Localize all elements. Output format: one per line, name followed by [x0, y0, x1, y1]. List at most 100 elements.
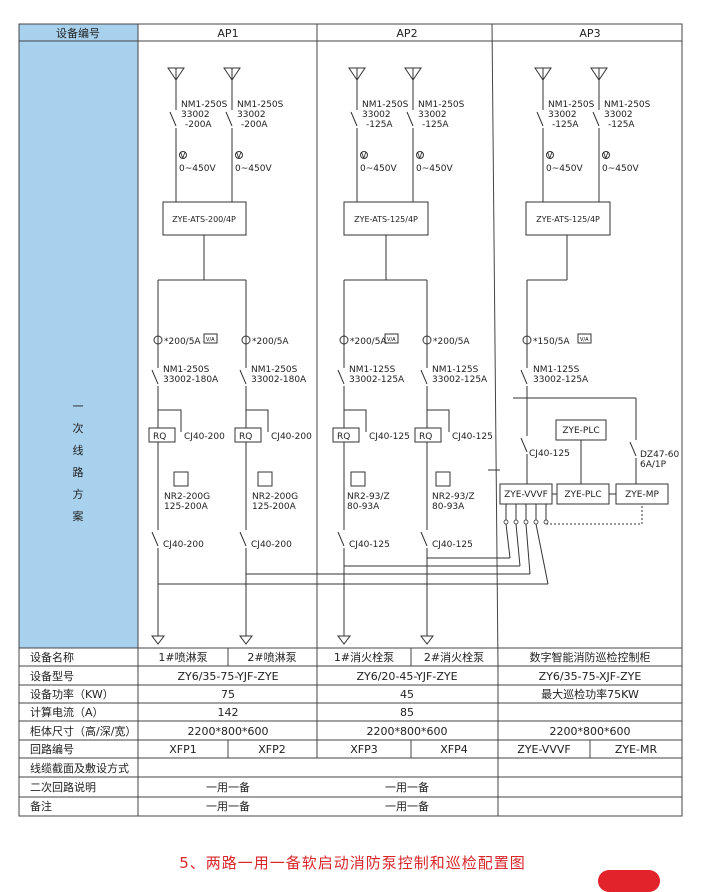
ct-ap3: *150/5A — [533, 337, 570, 347]
relay-ap2-2-l2: 80-93A — [432, 502, 465, 512]
red-tab — [598, 870, 660, 892]
ap1-brk1-l1: NM1-250S — [181, 100, 228, 110]
voltmeter-range: 0~450V — [360, 164, 397, 174]
cell: 75 — [221, 688, 235, 701]
cj-low-ap2-2: CJ40-125 — [432, 540, 473, 550]
v-icon: V — [417, 151, 423, 160]
row-label: 备注 — [30, 799, 52, 813]
rq-label: RQ — [239, 432, 252, 442]
ap2-brk2-l1: NM1-250S — [418, 100, 465, 110]
dz-l1: DZ47-60 — [640, 450, 680, 460]
cell: 2200*800*600 — [550, 725, 631, 738]
plc-top: ZYE-PLC — [562, 426, 599, 436]
cell: 85 — [400, 706, 414, 719]
ap1-brk2-l2: 33002 — [237, 110, 266, 120]
cell: 一用一备 — [206, 780, 250, 794]
rq-label: RQ — [337, 432, 350, 442]
cj-ap3: CJ40-125 — [529, 449, 570, 459]
header-ap2: AP2 — [396, 27, 417, 40]
v-icon: V — [180, 151, 186, 160]
ap2-brk1-l1: NM1-250S — [362, 100, 409, 110]
cj-low-ap1-2: CJ40-200 — [251, 540, 292, 550]
plc-mid: ZYE-PLC — [564, 490, 601, 500]
ats-ap2: ZYE-ATS-125/4P — [354, 215, 418, 224]
side-label-3: 线 — [73, 443, 84, 457]
relay-ap1-1-l1: NR2-200G — [164, 492, 210, 502]
cell: 142 — [218, 706, 239, 719]
side-label-4: 路 — [73, 466, 84, 479]
ap3-brk2-l3: -125A — [608, 120, 635, 130]
voltmeter-range: 0~450V — [546, 164, 583, 174]
ap1-brk2-l3: -200A — [241, 120, 268, 130]
ct-ap2-2: *200/5A — [433, 337, 470, 347]
ct-ap2-1: *200/5A — [350, 337, 387, 347]
relay-ap1-1-l2: 125-200A — [164, 502, 209, 512]
brk-ap1-1-l1: NM1-250S — [163, 365, 210, 375]
ap3-brk1-l2: 33002 — [548, 110, 577, 120]
cell: 一用一备 — [206, 799, 250, 813]
brk-ap2-2-l2: 33002-125A — [432, 375, 488, 385]
cell: 数字智能消防巡检控制柜 — [530, 650, 651, 664]
cell: 2#消火栓泵 — [424, 650, 484, 664]
v-icon: V — [603, 151, 609, 160]
brk-ap3-l2: 33002-125A — [533, 375, 589, 385]
relay-ap2-2-l1: NR2-93/Z — [432, 492, 475, 502]
cj-low-ap2-1: CJ40-125 — [349, 540, 390, 550]
ap3-brk2-l1: NM1-250S — [604, 100, 651, 110]
brk-ap2-2-l1: NM1-125S — [432, 365, 479, 375]
cell: XFP4 — [440, 743, 468, 756]
voltmeter-range: 0~450V — [235, 164, 272, 174]
side-label-2: 次 — [73, 421, 84, 435]
cell: ZY6/20-45-YJF-ZYE — [356, 670, 457, 683]
cell: 2200*800*600 — [188, 725, 269, 738]
v-icon: V — [547, 151, 553, 160]
row-label: 回路编号 — [30, 742, 74, 756]
brk-ap2-1-l1: NM1-125S — [349, 365, 396, 375]
cell: 2200*800*600 — [367, 725, 448, 738]
row-label: 设备名称 — [30, 650, 74, 664]
dz-l2: 6A/1P — [640, 460, 667, 470]
cell: XFP2 — [258, 743, 286, 756]
ap2-brk1-l3: -125A — [366, 120, 393, 130]
header-ap1: AP1 — [217, 27, 238, 40]
row-label: 设备型号 — [30, 669, 74, 683]
ct-ap1-1: *200/5A — [164, 337, 201, 347]
cell: 1#喷淋泵 — [158, 651, 207, 664]
header-device-no: 设备编号 — [56, 26, 100, 40]
relay-ap2-1-l1: NR2-93/Z — [347, 492, 390, 502]
ct-ap1-2: *200/5A — [252, 337, 289, 347]
row-label: 线缆截面及敷设方式 — [30, 761, 129, 775]
cj-ap1-2: CJ40-200 — [271, 432, 312, 442]
ap3-brk2-l2: 33002 — [604, 110, 633, 120]
meter-va: V/A — [387, 337, 396, 343]
ap2-brk2-l3: -125A — [422, 120, 449, 130]
cj-ap2-1: CJ40-125 — [369, 432, 410, 442]
v-icon: V — [236, 151, 242, 160]
brk-ap2-1-l2: 33002-125A — [349, 375, 405, 385]
cell: ZY6/35-75-XJF-ZYE — [539, 670, 642, 683]
cell: 一用一备 — [385, 799, 429, 813]
header-ap3: AP3 — [579, 27, 600, 40]
cj-ap2-2: CJ40-125 — [452, 432, 493, 442]
ap1-brk1-l2: 33002 — [181, 110, 210, 120]
v-icon: V — [361, 151, 367, 160]
voltmeter-range: 0~450V — [602, 164, 639, 174]
ap2-brk2-l2: 33002 — [418, 110, 447, 120]
cell: 一用一备 — [385, 780, 429, 794]
side-label-5: 方 — [73, 487, 84, 501]
cj-low-ap1-1: CJ40-200 — [163, 540, 204, 550]
row-label: 柜体尺寸（高/深/宽） — [30, 724, 136, 738]
relay-ap1-2-l2: 125-200A — [252, 502, 297, 512]
rq-label: RQ — [419, 432, 432, 442]
ap3-brk1-l3: -125A — [552, 120, 579, 130]
cell: ZY6/35-75-YJF-ZYE — [177, 670, 278, 683]
ap2-brk1-l2: 33002 — [362, 110, 391, 120]
cell: XFP3 — [350, 743, 378, 756]
relay-ap2-1-l2: 80-93A — [347, 502, 380, 512]
relay-ap1-2-l1: NR2-200G — [252, 492, 298, 502]
voltmeter-range: 0~450V — [179, 164, 216, 174]
brk-ap1-1-l2: 33002-180A — [163, 375, 219, 385]
cell: 最大巡检功率75KW — [541, 687, 639, 701]
cell: 45 — [400, 688, 414, 701]
